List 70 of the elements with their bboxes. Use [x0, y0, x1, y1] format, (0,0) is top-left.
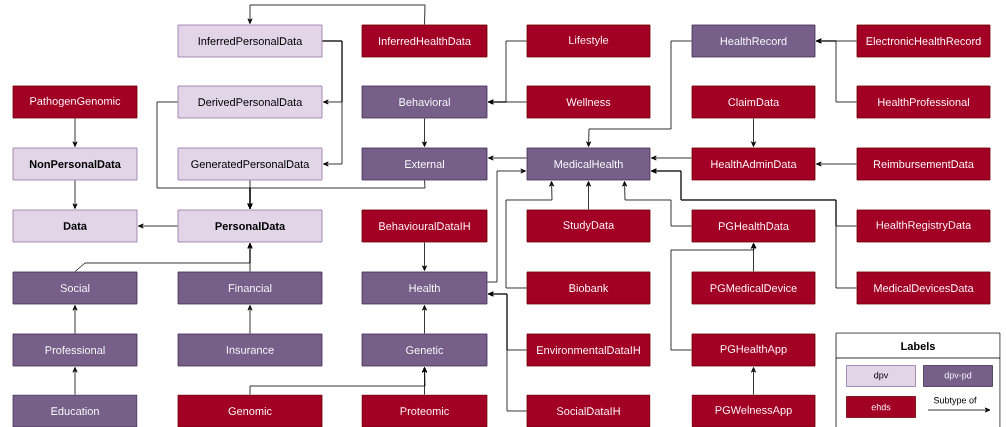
class-box: Professional [12, 333, 138, 367]
class-box: Insurance [177, 333, 323, 367]
arrow [670, 243, 757, 351]
class-box: ReimbursementData [856, 147, 991, 181]
class-box: Financial [177, 271, 323, 305]
class-box: PGHealthApp [691, 333, 816, 367]
arrow [586, 40, 692, 147]
arrow [751, 118, 756, 147]
class-box: Proteomic [361, 394, 488, 427]
class-box: PGWelnessApp [691, 394, 816, 427]
arrow [422, 242, 427, 271]
arrow [72, 118, 78, 147]
arrow [247, 243, 253, 272]
class-box: PGMedicalDevice [691, 271, 816, 305]
class-box: Lifestyle [526, 24, 651, 58]
arrow [488, 291, 527, 412]
arrow [72, 305, 78, 334]
class-box: Education [12, 394, 138, 427]
class-box: Wellness [526, 85, 651, 119]
class-box: HealthProfessional [856, 85, 991, 119]
arrow [751, 367, 756, 395]
class-box: EnvironmentalDataIH [526, 333, 651, 367]
class-box: NonPersonalData [12, 147, 138, 181]
arrow [138, 223, 178, 229]
class-box: Biobank [526, 271, 651, 305]
arrow [72, 180, 78, 209]
class-box: HealthRecord [691, 24, 816, 58]
class-box: MedicalHealth [526, 147, 651, 181]
class-box: MedicalDevicesData [856, 271, 991, 305]
class-box: ElectronicHealthRecord [856, 24, 991, 58]
class-box: SocialDataIH [526, 394, 651, 427]
arrow [322, 40, 343, 167]
class-box: HealthAdminData [691, 147, 816, 181]
arrow [651, 168, 857, 289]
arrow [488, 155, 527, 161]
arrow [422, 118, 427, 147]
class-box: External [361, 147, 488, 181]
arrow [72, 367, 78, 395]
arrow [816, 161, 857, 167]
class-box: Social [12, 271, 138, 305]
class-box: GeneratedPersonalData [177, 147, 323, 181]
arrow [247, 180, 426, 209]
arrow [586, 181, 591, 210]
arrow [651, 155, 692, 161]
class-box: HealthRegistryData [856, 209, 991, 243]
class-box: BehaviouralDataIH [361, 209, 488, 243]
arrow [488, 99, 527, 105]
class-box: DerivedPersonalData [177, 85, 323, 119]
arrow [422, 305, 427, 334]
class-box: Behavioral [361, 85, 488, 119]
arrow [505, 181, 555, 289]
class-box: StudyData [526, 209, 651, 243]
legend-text: Subtype of [933, 396, 977, 406]
class-box: ClaimData [691, 85, 816, 119]
arrow [622, 181, 692, 227]
class-box: PathogenGenomic [12, 85, 138, 119]
arrow [247, 305, 253, 334]
class-box: Data [12, 209, 138, 243]
class-box: Genetic [361, 333, 488, 367]
class-box: InferredPersonalData [177, 24, 323, 58]
arrow [422, 367, 427, 395]
class-box: Health [361, 271, 488, 305]
arrow [247, 4, 426, 25]
class-box: PersonalData [177, 209, 323, 243]
arrow [487, 168, 526, 283]
class-box: PGHealthData [691, 209, 816, 243]
legend-title: Labels [901, 341, 935, 351]
arrow [816, 38, 857, 103]
class-box: InferredHealthData [361, 24, 488, 58]
class-box: Genomic [177, 394, 323, 427]
